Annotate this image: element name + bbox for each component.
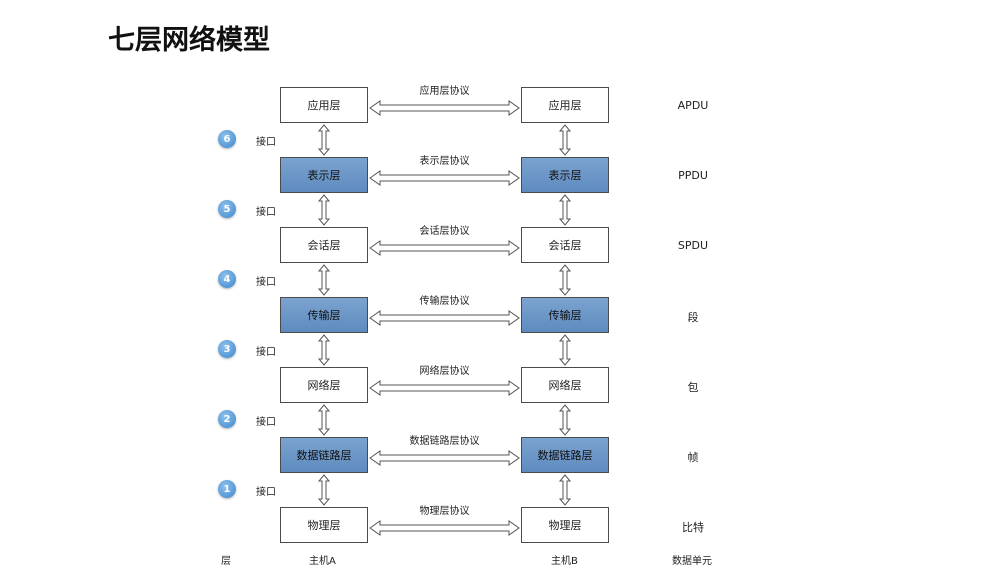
host-b-interface-arrow-4 xyxy=(558,334,572,366)
host-a-interface-arrow-1 xyxy=(317,124,331,156)
pdu-label-7: 比特 xyxy=(682,521,704,534)
protocol-label-6: 数据链路层协议 xyxy=(409,436,480,447)
host-a-layer-5: 网络层 xyxy=(280,367,368,403)
host-a-layer-2: 表示层 xyxy=(280,157,368,193)
host-b-interface-arrow-1 xyxy=(558,124,572,156)
footer-layer-label: 层 xyxy=(221,556,231,567)
pdu-label-1: APDU xyxy=(677,99,709,112)
interface-label: 接口 xyxy=(256,137,276,148)
host-a-interface-arrow-4 xyxy=(317,334,331,366)
pdu-label-2: PPDU xyxy=(678,169,708,182)
host-b-layer-5: 网络层 xyxy=(521,367,609,403)
host-b-interface-arrow-2 xyxy=(558,194,572,226)
protocol-arrow-3 xyxy=(369,240,520,256)
host-b-layer-1: 应用层 xyxy=(521,87,609,123)
footer-host-b: 主机B xyxy=(551,556,578,567)
host-a-interface-arrow-6 xyxy=(317,474,331,506)
interface-label: 接口 xyxy=(256,347,276,358)
protocol-arrow-2 xyxy=(369,170,520,186)
host-a-interface-arrow-2 xyxy=(317,194,331,226)
interface-label: 接口 xyxy=(256,487,276,498)
protocol-label-4: 传输层协议 xyxy=(419,296,470,307)
footer-host-a: 主机A xyxy=(309,556,336,567)
protocol-label-2: 表示层协议 xyxy=(419,156,470,167)
interface-number-badge: 1 xyxy=(218,480,236,498)
protocol-label-7: 物理层协议 xyxy=(419,506,470,517)
protocol-label-5: 网络层协议 xyxy=(419,366,470,377)
interface-label: 接口 xyxy=(256,207,276,218)
host-b-layer-3: 会话层 xyxy=(521,227,609,263)
protocol-arrow-7 xyxy=(369,520,520,536)
host-b-layer-6: 数据链路层 xyxy=(521,437,609,473)
pdu-label-3: SPDU xyxy=(677,239,709,252)
host-a-layer-6: 数据链路层 xyxy=(280,437,368,473)
interface-number-badge: 4 xyxy=(218,270,236,288)
protocol-arrow-1 xyxy=(369,100,520,116)
pdu-label-5: 包 xyxy=(687,381,699,394)
host-b-interface-arrow-3 xyxy=(558,264,572,296)
protocol-label-3: 会话层协议 xyxy=(419,226,470,237)
page-title: 七层网络模型 xyxy=(108,25,270,56)
interface-number-badge: 3 xyxy=(218,340,236,358)
protocol-arrow-6 xyxy=(369,450,520,466)
protocol-label-1: 应用层协议 xyxy=(419,86,470,97)
host-a-layer-7: 物理层 xyxy=(280,507,368,543)
host-a-interface-arrow-3 xyxy=(317,264,331,296)
host-b-interface-arrow-5 xyxy=(558,404,572,436)
host-a-layer-1: 应用层 xyxy=(280,87,368,123)
host-a-layer-4: 传输层 xyxy=(280,297,368,333)
protocol-arrow-5 xyxy=(369,380,520,396)
interface-number-badge: 6 xyxy=(218,130,236,148)
protocol-arrow-4 xyxy=(369,310,520,326)
host-b-interface-arrow-6 xyxy=(558,474,572,506)
interface-label: 接口 xyxy=(256,417,276,428)
host-a-interface-arrow-5 xyxy=(317,404,331,436)
host-a-layer-3: 会话层 xyxy=(280,227,368,263)
interface-label: 接口 xyxy=(256,277,276,288)
host-b-layer-2: 表示层 xyxy=(521,157,609,193)
interface-number-badge: 2 xyxy=(218,410,236,428)
pdu-label-6: 帧 xyxy=(687,451,699,464)
host-b-layer-7: 物理层 xyxy=(521,507,609,543)
interface-number-badge: 5 xyxy=(218,200,236,218)
pdu-label-4: 段 xyxy=(687,311,699,324)
footer-data-unit: 数据单元 xyxy=(672,556,712,567)
host-b-layer-4: 传输层 xyxy=(521,297,609,333)
